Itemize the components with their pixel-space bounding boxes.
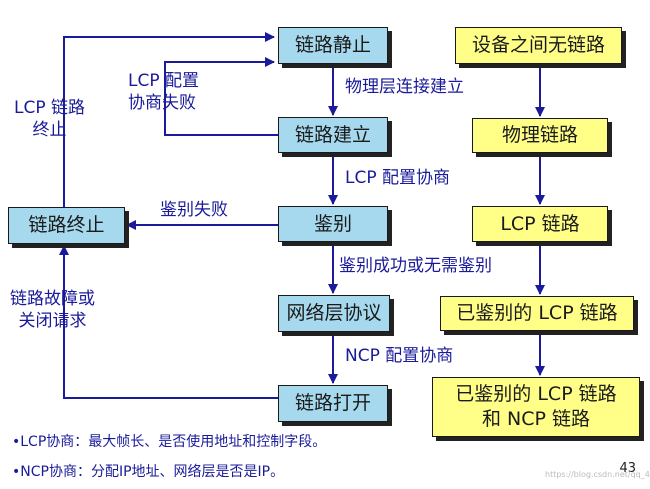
note-ncp: •NCP协商：分配IP地址、网络层是否是IP。 <box>12 464 285 480</box>
node-auth-lcp-link: 已鉴别的 LCP 链路 <box>440 296 634 331</box>
page-number: 43 <box>619 461 636 476</box>
label-fault-line1: 链路故障或 <box>10 289 95 309</box>
label-fault-line2: 关闭请求 <box>18 311 87 332</box>
label-fault: 链路故障或 关闭请求 <box>10 288 95 332</box>
node-link-dead: 链路静止 <box>278 27 388 64</box>
node-link-open: 链路打开 <box>278 385 388 422</box>
label-auth-ok: 鉴别成功或无需鉴别 <box>339 256 492 276</box>
label-lcp-end: LCP 链路 终止 <box>14 97 85 141</box>
node-link-establish: 链路建立 <box>278 117 388 153</box>
note-lcp: •LCP协商：最大帧长、是否使用地址和控制字段。 <box>12 434 327 450</box>
arrow-fault-to-terminate <box>59 245 278 399</box>
node-no-link: 设备之间无链路 <box>455 27 622 64</box>
arrow-lcp-fail <box>164 57 278 136</box>
label-lcp-fail-line2: 协商失败 <box>128 93 196 114</box>
node-lcp-link: LCP 链路 <box>472 206 608 242</box>
node-auth-lcp-ncp-line1: 已鉴别的 LCP 链路 <box>455 383 617 406</box>
label-lcp-end-line2: 终止 <box>32 120 67 141</box>
label-ncp-config: NCP 配置协商 <box>345 346 454 366</box>
node-auth-lcp-ncp-link: 已鉴别的 LCP 链路 和 NCP 链路 <box>432 377 640 437</box>
label-physical-up: 物理层连接建立 <box>345 77 464 97</box>
label-lcp-end-line1: LCP 链路 <box>14 98 85 118</box>
label-lcp-config: LCP 配置协商 <box>345 168 450 188</box>
label-auth-fail: 鉴别失败 <box>160 200 228 220</box>
node-network-protocol: 网络层协议 <box>278 295 390 332</box>
arrow-terminate-to-dead <box>63 32 275 207</box>
node-link-terminate: 链路终止 <box>8 207 125 244</box>
node-auth-lcp-ncp-line2: 和 NCP 链路 <box>481 408 591 430</box>
label-lcp-fail: LCP 配置 协商失败 <box>128 70 199 114</box>
label-lcp-fail-line1: LCP 配置 <box>128 71 199 91</box>
node-physical-link: 物理链路 <box>472 118 608 153</box>
node-authenticate: 鉴别 <box>278 206 388 242</box>
watermark: https://blog.csdn.net/qq_4052259 <box>545 470 650 479</box>
